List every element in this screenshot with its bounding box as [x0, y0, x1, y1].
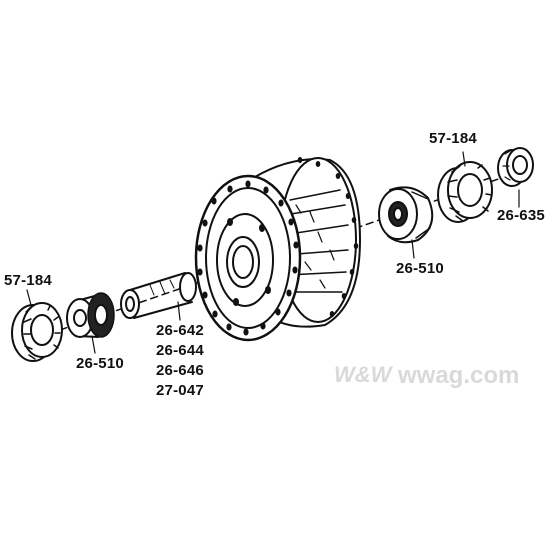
right-small-spacer	[497, 147, 534, 187]
label-bearing-left: 57-184	[4, 272, 52, 289]
label-bearing-right: 57-184	[429, 130, 477, 147]
left-roller-bearing	[11, 302, 63, 362]
leader-sleeve	[177, 301, 181, 321]
label-cup-right: 26-510	[396, 260, 444, 277]
label-spacer-right: 26-635	[497, 207, 545, 224]
sleeve-part-2: 26-644	[156, 342, 204, 359]
label-cup-left: 26-510	[76, 355, 124, 372]
watermark-site: wwag.com	[398, 362, 520, 389]
right-bearing-cup	[378, 186, 434, 244]
label-sleeve-parts: 26-642 26-644 26-646 27-047	[156, 321, 204, 401]
spacer-sleeve	[120, 272, 197, 319]
sleeve-part-1: 26-642	[156, 322, 204, 339]
watermark-logo: W&W	[334, 362, 392, 387]
leader-cup-left	[91, 335, 96, 354]
right-roller-bearing	[437, 161, 493, 223]
hub-body	[194, 157, 361, 342]
leader-cup-right	[411, 239, 415, 259]
leader-bearing-right	[462, 151, 466, 167]
left-bearing-cup	[66, 292, 115, 338]
leader-bearing-left	[26, 289, 32, 306]
sleeve-part-4: 27-047	[156, 382, 204, 399]
sleeve-part-3: 26-646	[156, 362, 204, 379]
